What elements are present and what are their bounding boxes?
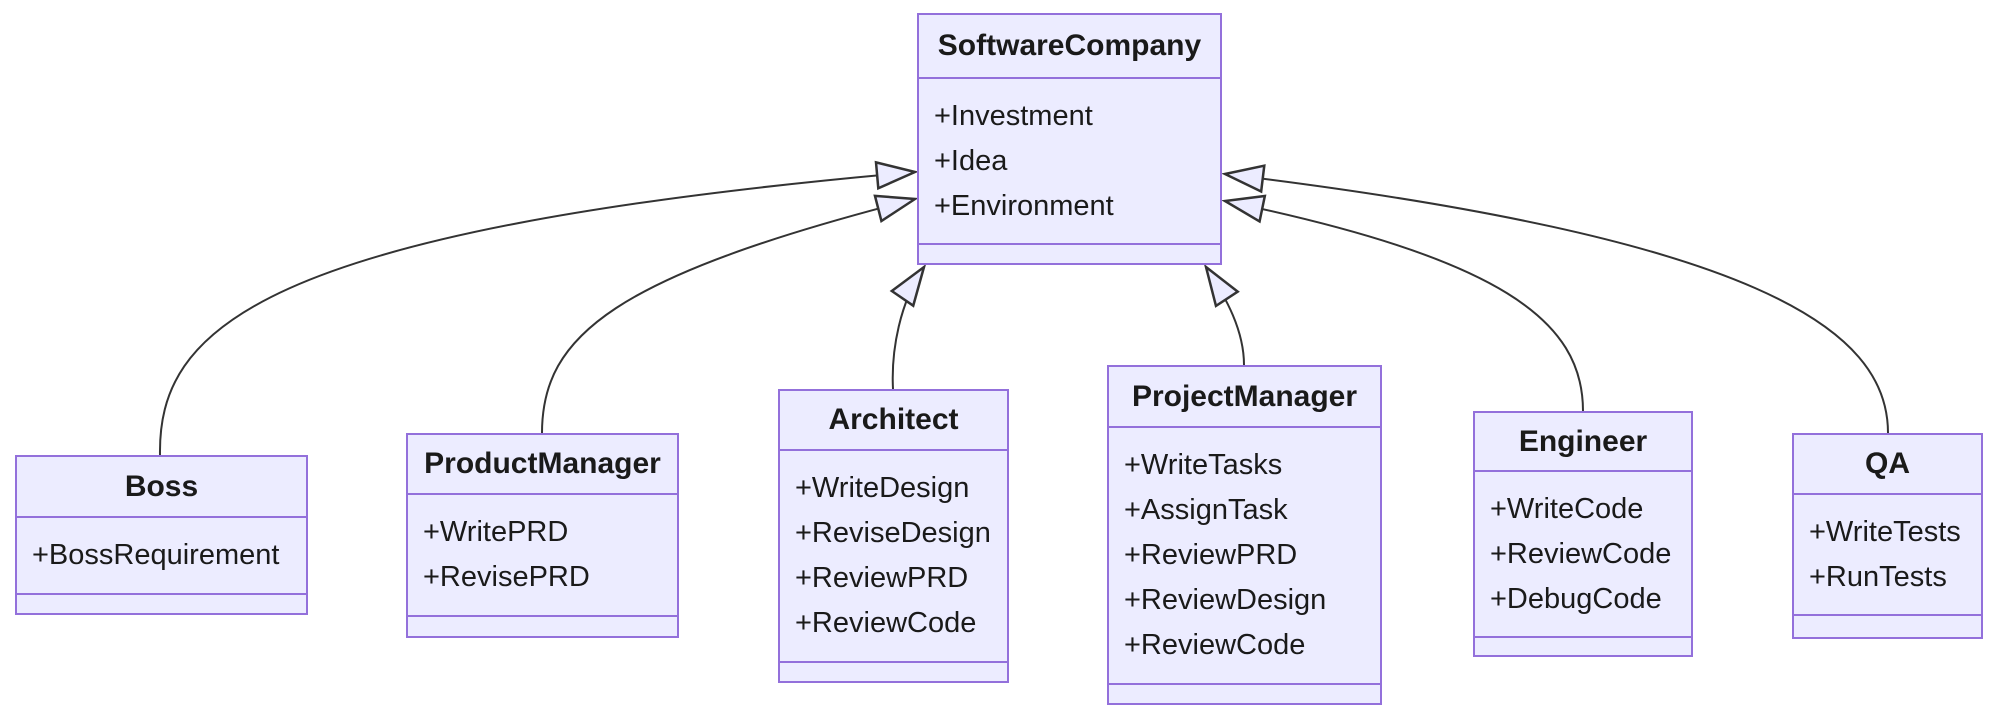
inheritance-edge-qa-softwarecompany [1221,164,1889,434]
class-member: +WriteCode [1490,492,1644,525]
class-member: +ReviewCode [1490,537,1672,570]
class-title: ProductManager [408,435,677,495]
class-member: +Investment [934,99,1093,132]
class-member: +RunTests [1809,560,1947,593]
class-title: QA [1794,435,1981,495]
class-member: +ReviewPRD [795,562,969,594]
class-title: Boss [17,457,306,518]
class-member: +ReviseDesign [795,517,991,549]
class-title: Architect [780,391,1007,451]
class-methods-empty [1109,685,1380,703]
inheritance-edge-boss-softwarecompany [158,160,919,456]
class-methods-empty [780,663,1007,681]
class-member: +RevisePRD [423,561,590,593]
class-box-architect: Architect +WriteDesign +ReviseDesign +Re… [778,389,1009,683]
class-box-qa: QA +WriteTests +RunTests [1792,433,1983,639]
class-member: +AssignTask [1124,494,1288,526]
class-title: SoftwareCompany [919,15,1220,79]
class-box-softwarecompany: SoftwareCompany +Investment +Idea +Envir… [917,13,1222,265]
inheritance-edge-architect-softwarecompany [889,263,927,390]
class-box-productmanager: ProductManager +WritePRD +RevisePRD [406,433,679,638]
class-member: +WriteTasks [1124,449,1283,481]
class-box-engineer: Engineer +WriteCode +ReviewCode +DebugCo… [1473,411,1693,657]
class-member: +ReviewCode [795,607,977,639]
class-methods-empty [1794,616,1981,637]
class-title: Engineer [1475,413,1691,472]
class-member: +ReviewCode [1124,629,1306,661]
class-box-boss: Boss +BossRequirement [15,455,308,615]
class-title: ProjectManager [1109,367,1380,428]
class-member: +WriteDesign [795,472,970,504]
class-methods-empty [919,245,1220,263]
class-box-projectmanager: ProjectManager +WriteTasks +AssignTask +… [1107,365,1382,705]
class-member: +BossRequirement [32,539,280,571]
class-member: +ReviewPRD [1124,539,1298,571]
class-methods-empty [408,617,677,636]
class-member: +WritePRD [423,516,569,548]
class-methods-empty [17,595,306,613]
inheritance-edge-engineer-softwarecompany [1221,194,1584,412]
class-member: +WriteTests [1809,515,1961,548]
class-member: +Idea [934,144,1008,177]
inheritance-edge-projectmanager-softwarecompany [1203,263,1245,366]
class-member: +ReviewDesign [1124,584,1327,616]
class-methods-empty [1475,638,1691,655]
inheritance-edge-productmanager-softwarecompany [541,194,919,434]
class-member: +DebugCode [1490,582,1662,615]
class-member: +Environment [934,189,1114,222]
